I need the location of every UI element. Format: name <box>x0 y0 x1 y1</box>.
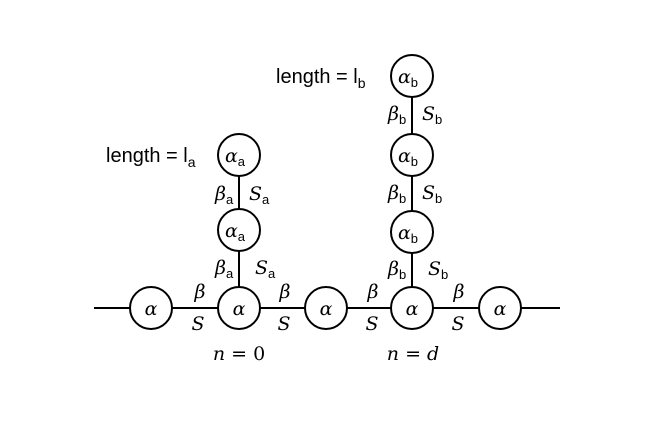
main-s-4: S <box>451 313 464 335</box>
side-a-s-2-sub: a <box>268 266 276 281</box>
side-a-node-mid: αa <box>217 208 261 252</box>
site-label-n0: n = 0 <box>213 343 265 365</box>
main-s-3: S <box>365 313 378 335</box>
side-b-s-2-sub: b <box>435 191 442 206</box>
side-b-node-low-alpha: α <box>398 222 411 244</box>
site-label-nd-lhs: n <box>387 343 399 365</box>
main-beta-2: β <box>279 281 291 303</box>
side-b-node-mid-sub: b <box>411 154 418 169</box>
svg-text:Sa: Sa <box>249 183 270 207</box>
side-b-s-3-sub: b <box>441 267 448 282</box>
length-b-subscript: b <box>358 75 366 91</box>
svg-text:βb: βb <box>387 258 406 282</box>
side-a-beta-1: β <box>214 183 226 205</box>
side-a-s-1: S <box>249 183 262 205</box>
svg-text:βb: βb <box>387 182 406 206</box>
side-b-node-top: αb <box>390 54 434 98</box>
svg-text:βb: βb <box>387 103 406 127</box>
side-b-beta-3-sub: b <box>399 267 406 282</box>
side-b-s-1-sub: b <box>435 112 442 127</box>
site-label-n0-eq: = <box>225 343 253 365</box>
length-a-label: length = la <box>106 145 196 170</box>
side-b-beta-2: β <box>387 182 399 204</box>
svg-text:Sb: Sb <box>422 182 442 206</box>
side-a-node-top-alpha: α <box>225 145 238 167</box>
side-b-beta-2-sub: b <box>399 191 406 206</box>
side-a-node-mid-alpha: α <box>225 220 238 242</box>
svg-text:αb: αb <box>398 222 418 246</box>
site-label-nd-rhs: d <box>427 343 439 365</box>
main-s-2: S <box>277 313 290 335</box>
svg-text:αb: αb <box>398 66 418 90</box>
svg-text:βa: βa <box>214 183 234 207</box>
side-b-beta-3: β <box>387 258 399 280</box>
main-node-5: α <box>478 286 522 330</box>
side-a-node-mid-sub: a <box>238 229 246 244</box>
side-a-node-top: αa <box>217 133 261 177</box>
side-b-beta-1: β <box>387 103 399 125</box>
side-b-beta-1-sub: b <box>399 112 406 127</box>
svg-text:Sb: Sb <box>428 258 448 282</box>
main-s-1: S <box>191 313 204 335</box>
side-a-s-2: S <box>255 257 268 279</box>
side-b-s-1: S <box>422 103 435 125</box>
side-a-beta-1-sub: a <box>226 192 234 207</box>
main-beta-3: β <box>367 281 379 303</box>
svg-text:Sa: Sa <box>255 257 276 281</box>
main-node-2-label: α <box>233 298 246 320</box>
site-label-n0-rhs: 0 <box>253 343 265 365</box>
main-node-2: α <box>217 286 261 330</box>
length-a-prefix: length = l <box>106 145 188 167</box>
svg-text:Sb: Sb <box>422 103 442 127</box>
length-b-prefix: length = l <box>276 66 358 88</box>
main-node-1: α <box>129 286 173 330</box>
side-a-s-1-sub: a <box>262 192 270 207</box>
main-node-1-label: α <box>145 298 158 320</box>
length-a-subscript: a <box>188 154 196 170</box>
main-beta-4: β <box>453 281 465 303</box>
side-b-s-2: S <box>422 182 435 204</box>
main-node-3-label: α <box>320 298 333 320</box>
side-b-node-low: αb <box>390 210 434 254</box>
svg-text:αb: αb <box>398 145 418 169</box>
main-beta-1: β <box>194 281 206 303</box>
side-b-node-mid: αb <box>390 133 434 177</box>
site-label-nd-eq: = <box>399 343 427 365</box>
site-label-nd: n = d <box>387 343 439 365</box>
main-node-5-label: α <box>494 298 507 320</box>
svg-text:αa: αa <box>225 145 246 169</box>
side-b-node-top-sub: b <box>411 75 418 90</box>
svg-text:βa: βa <box>214 257 234 281</box>
side-a-node-top-sub: a <box>238 154 246 169</box>
main-node-4-label: α <box>406 298 419 320</box>
svg-text:αa: αa <box>225 220 246 244</box>
side-a-beta-2: β <box>214 257 226 279</box>
side-b-s-3: S <box>428 258 441 280</box>
main-node-4: α <box>390 286 434 330</box>
side-b-node-low-sub: b <box>411 231 418 246</box>
side-b-node-mid-alpha: α <box>398 145 411 167</box>
side-a-beta-2-sub: a <box>226 266 234 281</box>
side-b-node-top-alpha: α <box>398 66 411 88</box>
main-node-3: α <box>304 286 348 330</box>
length-b-label: length = lb <box>276 66 366 91</box>
site-label-n0-lhs: n <box>213 343 225 365</box>
